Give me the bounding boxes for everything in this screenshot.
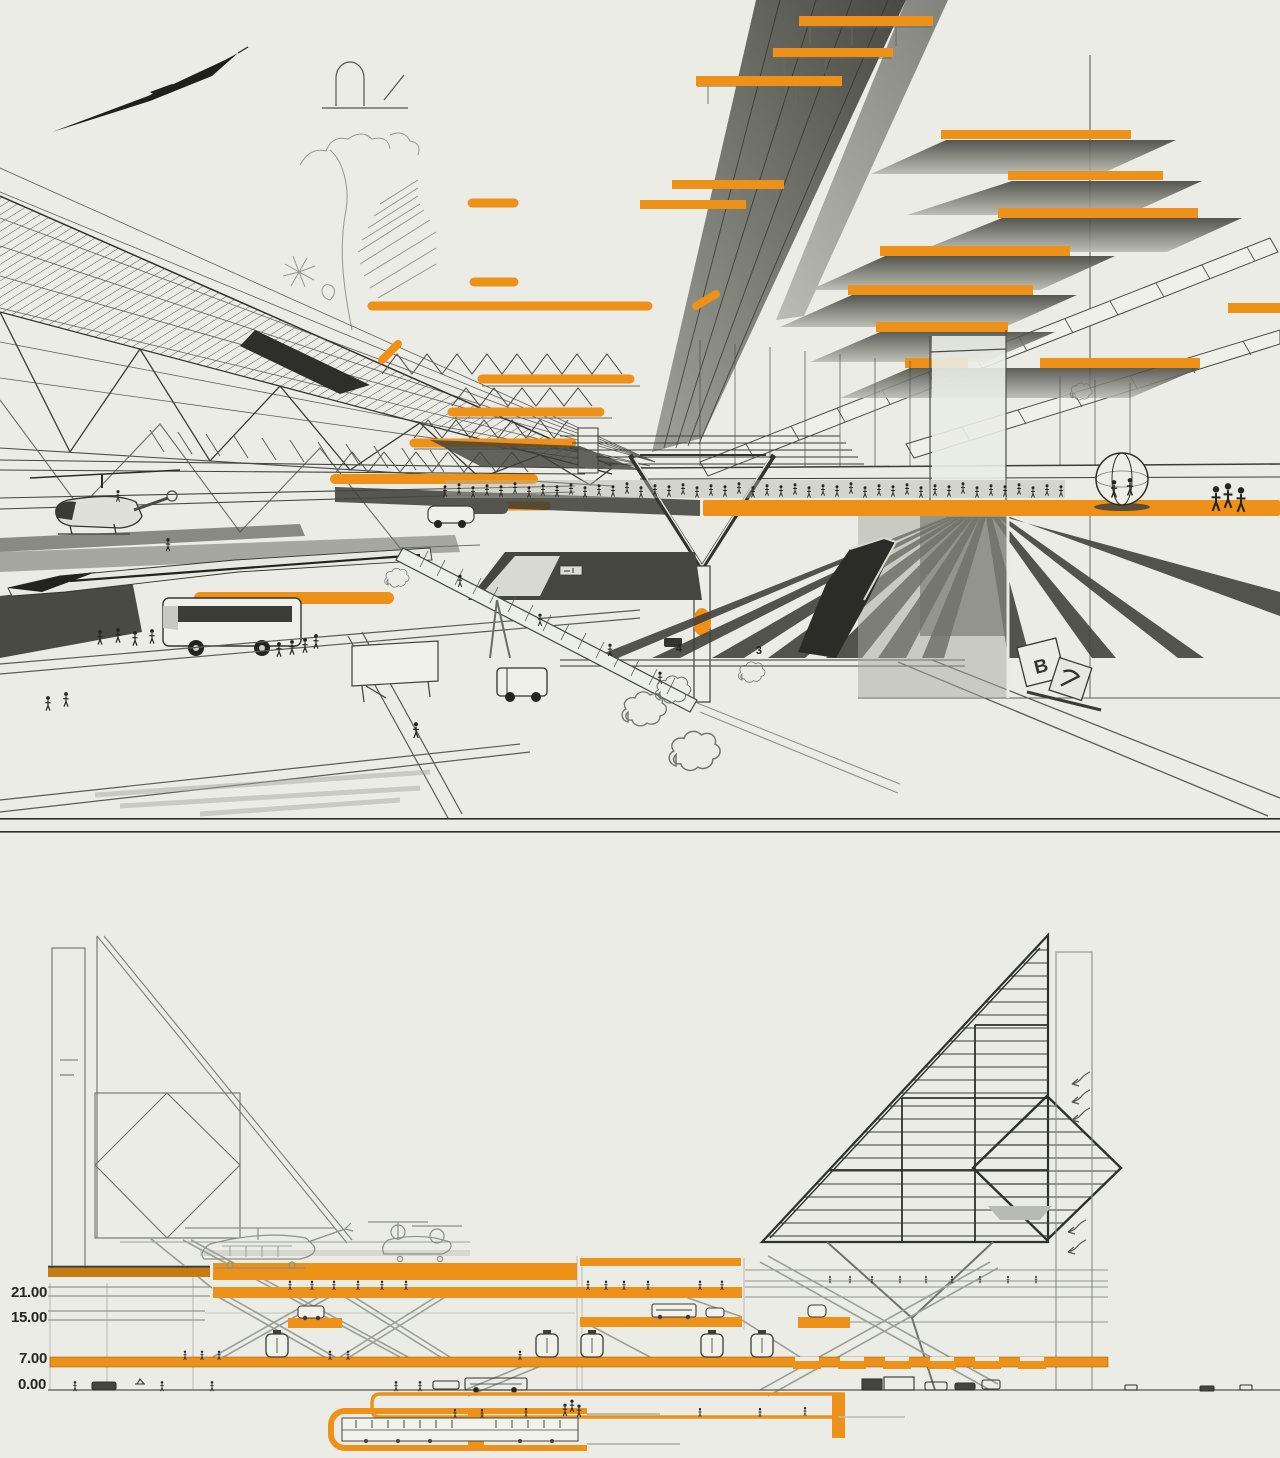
tunnel-mouth — [0, 580, 142, 658]
platform-shadow-2 — [0, 524, 305, 552]
heliport-deck — [48, 1258, 741, 1280]
sphere-sculpture — [1094, 452, 1150, 511]
platform-shadow — [0, 535, 460, 572]
metro-train — [341, 1417, 579, 1443]
guide-lines — [49, 1256, 745, 1390]
crowd-shading — [445, 480, 1065, 498]
deck-corrugations — [793, 1357, 1046, 1369]
cube-letter: B — [1032, 655, 1050, 679]
arch-sketch — [322, 61, 408, 109]
white-deck-outlines — [48, 1241, 1108, 1323]
airflow-arrows — [1067, 1071, 1091, 1255]
underground-tunnels — [328, 1392, 905, 1451]
level-label-15: 15.00 — [11, 1309, 47, 1326]
underpass-opening — [468, 552, 702, 600]
escalator-bridge — [395, 547, 901, 794]
train-pods — [265, 1330, 774, 1358]
helipad-deck-lines — [0, 459, 586, 510]
section-escalators — [149, 1237, 999, 1397]
metro-tunnel — [328, 1408, 587, 1451]
level-label-21: 21.00 — [11, 1284, 47, 1301]
platform-number-4: 4 — [676, 643, 684, 655]
letter-cubes: B — [1016, 637, 1102, 712]
train-left — [7, 547, 433, 597]
helicopter-side — [185, 1222, 354, 1269]
section-drawing: 21.00 15.00 7.00 0.00 — [11, 932, 1280, 1451]
level-7-deck — [49, 1330, 1109, 1369]
train-right — [798, 536, 898, 658]
underpass-pier — [832, 1393, 845, 1438]
plaza-smudges — [94, 769, 431, 817]
level-21-deck — [213, 1287, 742, 1298]
ground-level — [48, 1376, 1280, 1393]
aircraft-deck — [200, 1250, 470, 1256]
level-label-7: 7.00 — [19, 1350, 47, 1367]
level-label-0: 0.00 — [18, 1376, 46, 1393]
section-vehicles — [91, 1376, 1253, 1393]
section-level-labels: 21.00 15.00 7.00 0.00 — [11, 1284, 47, 1393]
section-left-tower — [51, 935, 353, 1271]
main-platform-band — [703, 500, 1280, 516]
tiltrotor-side — [368, 1221, 462, 1263]
pedestrian-underpass — [370, 1392, 845, 1419]
helicopter — [29, 469, 181, 535]
perspective-drawing: 4 3 2 — [0, 0, 1280, 819]
deck-cascade — [697, 26, 1242, 398]
panel-divider — [0, 818, 1280, 833]
dark-deck-shadow-strip — [335, 487, 700, 516]
level-15-deck — [288, 1303, 850, 1328]
platform-number-3: 3 — [756, 645, 763, 657]
billboard — [351, 640, 439, 703]
bus — [162, 597, 302, 656]
cars — [427, 500, 682, 702]
tree-sketch — [282, 132, 437, 331]
dark-underdeck-wedge — [430, 440, 640, 470]
section-right-tower — [759, 932, 1123, 1391]
jet-sketch — [52, 46, 249, 132]
